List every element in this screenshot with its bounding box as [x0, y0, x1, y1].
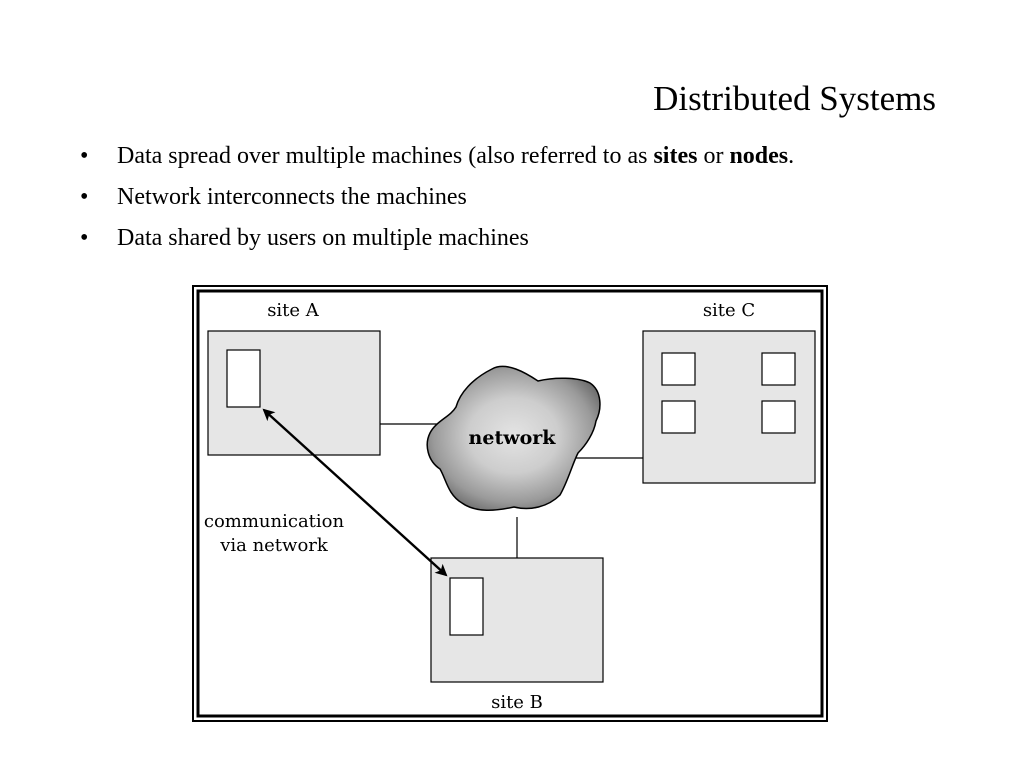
site-a-machine — [226, 349, 261, 408]
diagram-inner-frame — [196, 289, 824, 718]
bullet-icon: • — [80, 183, 89, 210]
bullet-item: • Network interconnects the machines — [80, 183, 794, 212]
bullet-icon: • — [80, 143, 89, 169]
bullet-text: Network interconnects the machines — [117, 183, 467, 210]
distributed-system-diagram: site A site C site B network communicati… — [192, 285, 828, 722]
network-label: network — [469, 427, 557, 449]
communication-label-line2: via network — [219, 535, 329, 556]
communication-arrow — [262, 408, 448, 577]
slide-title: Distributed Systems — [653, 79, 936, 118]
bullet-icon: • — [80, 224, 89, 251]
bullet-text-before: Data spread over multiple machines (also… — [117, 143, 654, 169]
bullet-text: Data shared by users on multiple machine… — [117, 224, 529, 251]
bullet-list: • Data spread over multiple machines (als… — [80, 142, 794, 264]
site-b-machine — [449, 577, 484, 636]
site-c-machine — [761, 400, 796, 434]
site-b-label: site B — [491, 692, 543, 713]
bullet-item: • Data spread over multiple machines (als… — [80, 142, 794, 171]
bullet-bold-sites: sites — [653, 143, 698, 169]
bullet-text-after: . — [788, 143, 795, 169]
bullet-text-middle: or — [697, 143, 730, 169]
communication-label-line1: communication — [204, 511, 345, 532]
site-c-machine — [761, 352, 796, 386]
bullet-item: • Data shared by users on multiple machin… — [80, 224, 794, 253]
bullet-bold-nodes: nodes — [729, 143, 789, 169]
site-c-machine — [661, 400, 696, 434]
site-c-machine — [661, 352, 696, 386]
site-a-label: site A — [267, 300, 320, 321]
site-c-label: site C — [703, 300, 755, 321]
